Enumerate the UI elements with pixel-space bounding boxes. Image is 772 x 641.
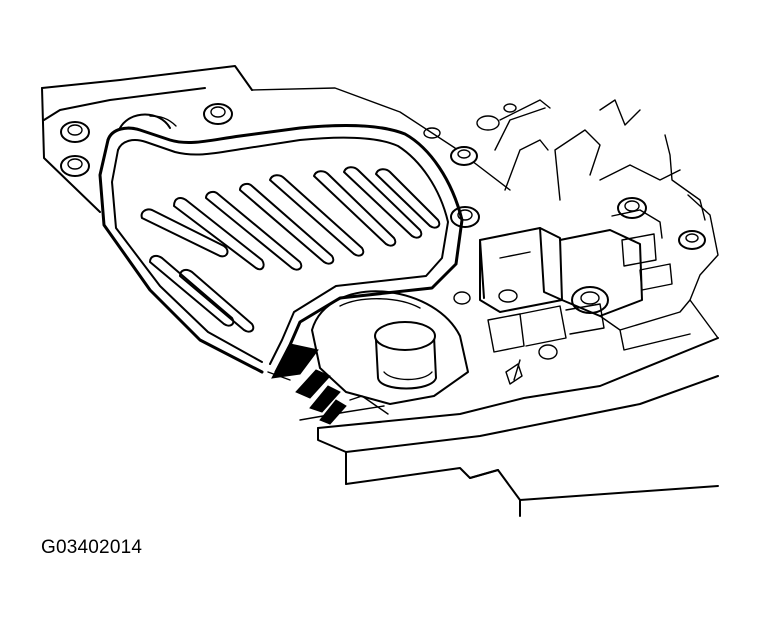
direction-arrow-icon: [271, 343, 347, 425]
figure-code-label: G03402014: [41, 537, 143, 558]
bolt-icon: [60, 155, 90, 177]
pan-rib: [343, 166, 423, 239]
pan-rib: [375, 168, 441, 229]
housing-outline: [41, 65, 719, 339]
valve-body: [453, 209, 691, 385]
oil-pan: [98, 113, 464, 374]
pan-rib: [205, 190, 303, 271]
bolt-icon: [450, 206, 480, 228]
bolt-icon: [678, 230, 706, 250]
pan-rib: [173, 197, 265, 271]
pan-rib: [269, 174, 365, 257]
bolt-icon: [60, 121, 90, 143]
pan-rib: [149, 254, 235, 327]
pan-rib: [313, 170, 397, 247]
housing-bolt-holes: [423, 103, 517, 139]
bolt-icon: [450, 146, 478, 166]
base-plate: [267, 337, 719, 517]
pan-ribs: [140, 166, 441, 333]
pan-rib: [140, 208, 229, 258]
pan-rib: [239, 182, 335, 265]
oil-strainer: [311, 290, 469, 405]
bolt-icon: [203, 103, 233, 125]
pan-rib: [179, 268, 255, 333]
bolt-icon: [617, 197, 647, 219]
